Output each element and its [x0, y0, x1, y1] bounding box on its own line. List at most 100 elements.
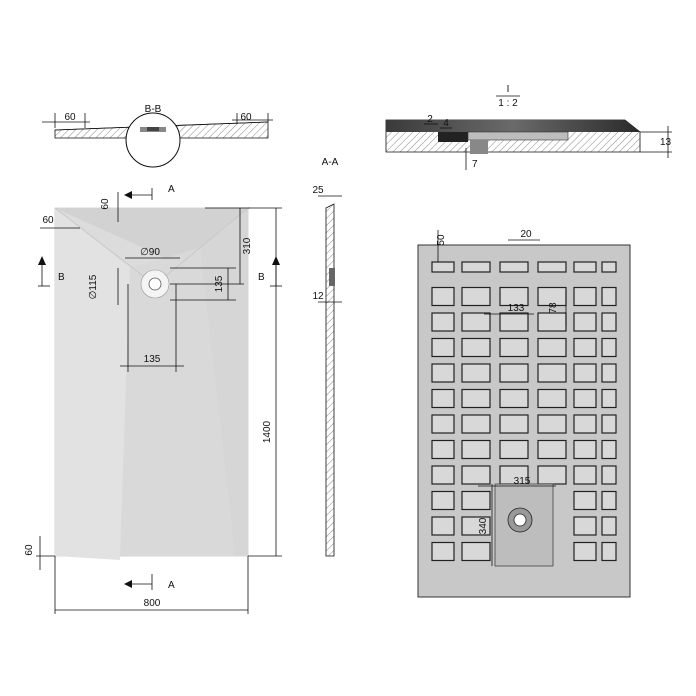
plan-dim-1400: 1400 [262, 420, 273, 443]
rib-cell [461, 465, 491, 485]
rib-cell [601, 312, 617, 332]
under-dim-50: 50 [436, 234, 447, 246]
section-bb-title: B-B [145, 104, 162, 115]
rib-cell [461, 363, 491, 383]
rib-cell [431, 516, 455, 536]
rib-cell [431, 541, 455, 562]
rib-cell [461, 490, 491, 511]
rib-cell [573, 465, 597, 485]
rib-cell [461, 439, 491, 460]
detail-view: I 1 : 2 2 4 7 13 [385, 84, 672, 170]
rib-cell [431, 388, 455, 409]
under-dim-133: 133 [508, 303, 525, 314]
rib-cell [573, 312, 597, 332]
bb-dim-left: 60 [64, 112, 76, 123]
rib-cell [431, 465, 455, 485]
plan-label-b-left: B [58, 272, 65, 283]
rib-cell [431, 286, 455, 307]
rib-cell [537, 363, 567, 383]
rib-cell [499, 363, 529, 383]
rib-cell [499, 312, 529, 332]
rib-cell [537, 414, 567, 434]
detail-dim-13: 13 [660, 137, 672, 148]
rib-cell [573, 388, 597, 409]
rib-cell [537, 261, 567, 273]
rib-cell [499, 388, 529, 409]
rib-cell [537, 388, 567, 409]
plan-label-a-bottom: A [168, 580, 175, 591]
rib-cell [431, 490, 455, 511]
rib-cell [499, 261, 529, 273]
under-dim-340: 340 [478, 517, 489, 534]
under-dim-315: 315 [514, 476, 531, 487]
rib-cell [431, 337, 455, 358]
rib-cell [601, 516, 617, 536]
rib-cell [431, 261, 455, 273]
underside-rib-grid [431, 261, 617, 562]
plan-dim-60-bottom: 60 [24, 544, 35, 556]
underside-view: 50 20 133 78 315 340 [417, 229, 631, 598]
rib-cell [537, 465, 567, 485]
aa-dim-top: 25 [312, 185, 324, 196]
rib-cell [431, 312, 455, 332]
rib-cell [461, 312, 491, 332]
rib-cell [461, 261, 491, 273]
rib-cell [601, 337, 617, 358]
rib-cell [461, 516, 491, 536]
detail-ratio-bottom: 1 : 2 [498, 98, 518, 109]
rib-cell [573, 516, 597, 536]
bb-dim-right: 60 [240, 112, 252, 123]
under-dim-78: 78 [548, 302, 559, 314]
rib-cell [461, 388, 491, 409]
section-aa: A-A 25 12 [312, 157, 342, 557]
rib-cell [499, 337, 529, 358]
rib-cell [601, 388, 617, 409]
rib-cell [601, 286, 617, 307]
rib-cell [601, 439, 617, 460]
aa-dim-mid: 12 [312, 291, 324, 302]
rib-cell [601, 465, 617, 485]
rib-cell [499, 439, 529, 460]
rib-cell [499, 286, 529, 307]
rib-cell [431, 363, 455, 383]
rib-cell [573, 490, 597, 511]
rib-cell [601, 414, 617, 434]
plan-label-b-right: B [258, 272, 265, 283]
rib-cell [573, 439, 597, 460]
rib-cell [573, 261, 597, 273]
rib-cell [601, 363, 617, 383]
rib-cell [537, 439, 567, 460]
rib-cell [601, 541, 617, 562]
rib-cell [461, 286, 491, 307]
rib-cell [461, 337, 491, 358]
rib-cell [601, 261, 617, 273]
plan-dim-60-top: 60 [100, 198, 111, 210]
plan-dim-135-v: 135 [214, 275, 225, 292]
detail-dim-2: 2 [427, 114, 433, 125]
rib-cell [461, 414, 491, 434]
detail-ratio-top: I [507, 84, 510, 95]
section-bb: B-B 60 60 [42, 104, 273, 168]
rib-cell [573, 286, 597, 307]
plan-label-a-top: A [168, 184, 175, 195]
plan-dim-800: 800 [144, 598, 161, 609]
under-dim-20: 20 [520, 229, 532, 240]
rib-cell [431, 439, 455, 460]
rib-cell [431, 414, 455, 434]
plan-dim-310: 310 [242, 237, 253, 254]
rib-cell [499, 414, 529, 434]
plan-dim-60-left: 60 [42, 215, 54, 226]
plan-view: A A B B 60 60 ∅90 ∅115 310 135 [24, 184, 282, 614]
rib-cell [573, 541, 597, 562]
section-aa-title: A-A [322, 157, 339, 168]
detail-dim-7: 7 [472, 159, 478, 170]
rib-cell [601, 490, 617, 511]
detail-dim-4: 4 [443, 118, 449, 129]
rib-cell [537, 337, 567, 358]
rib-cell [573, 414, 597, 434]
plan-dim-135-h: 135 [144, 354, 161, 365]
plan-dim-115: ∅115 [88, 274, 99, 299]
rib-cell [573, 337, 597, 358]
plan-dim-90: ∅90 [140, 247, 160, 258]
